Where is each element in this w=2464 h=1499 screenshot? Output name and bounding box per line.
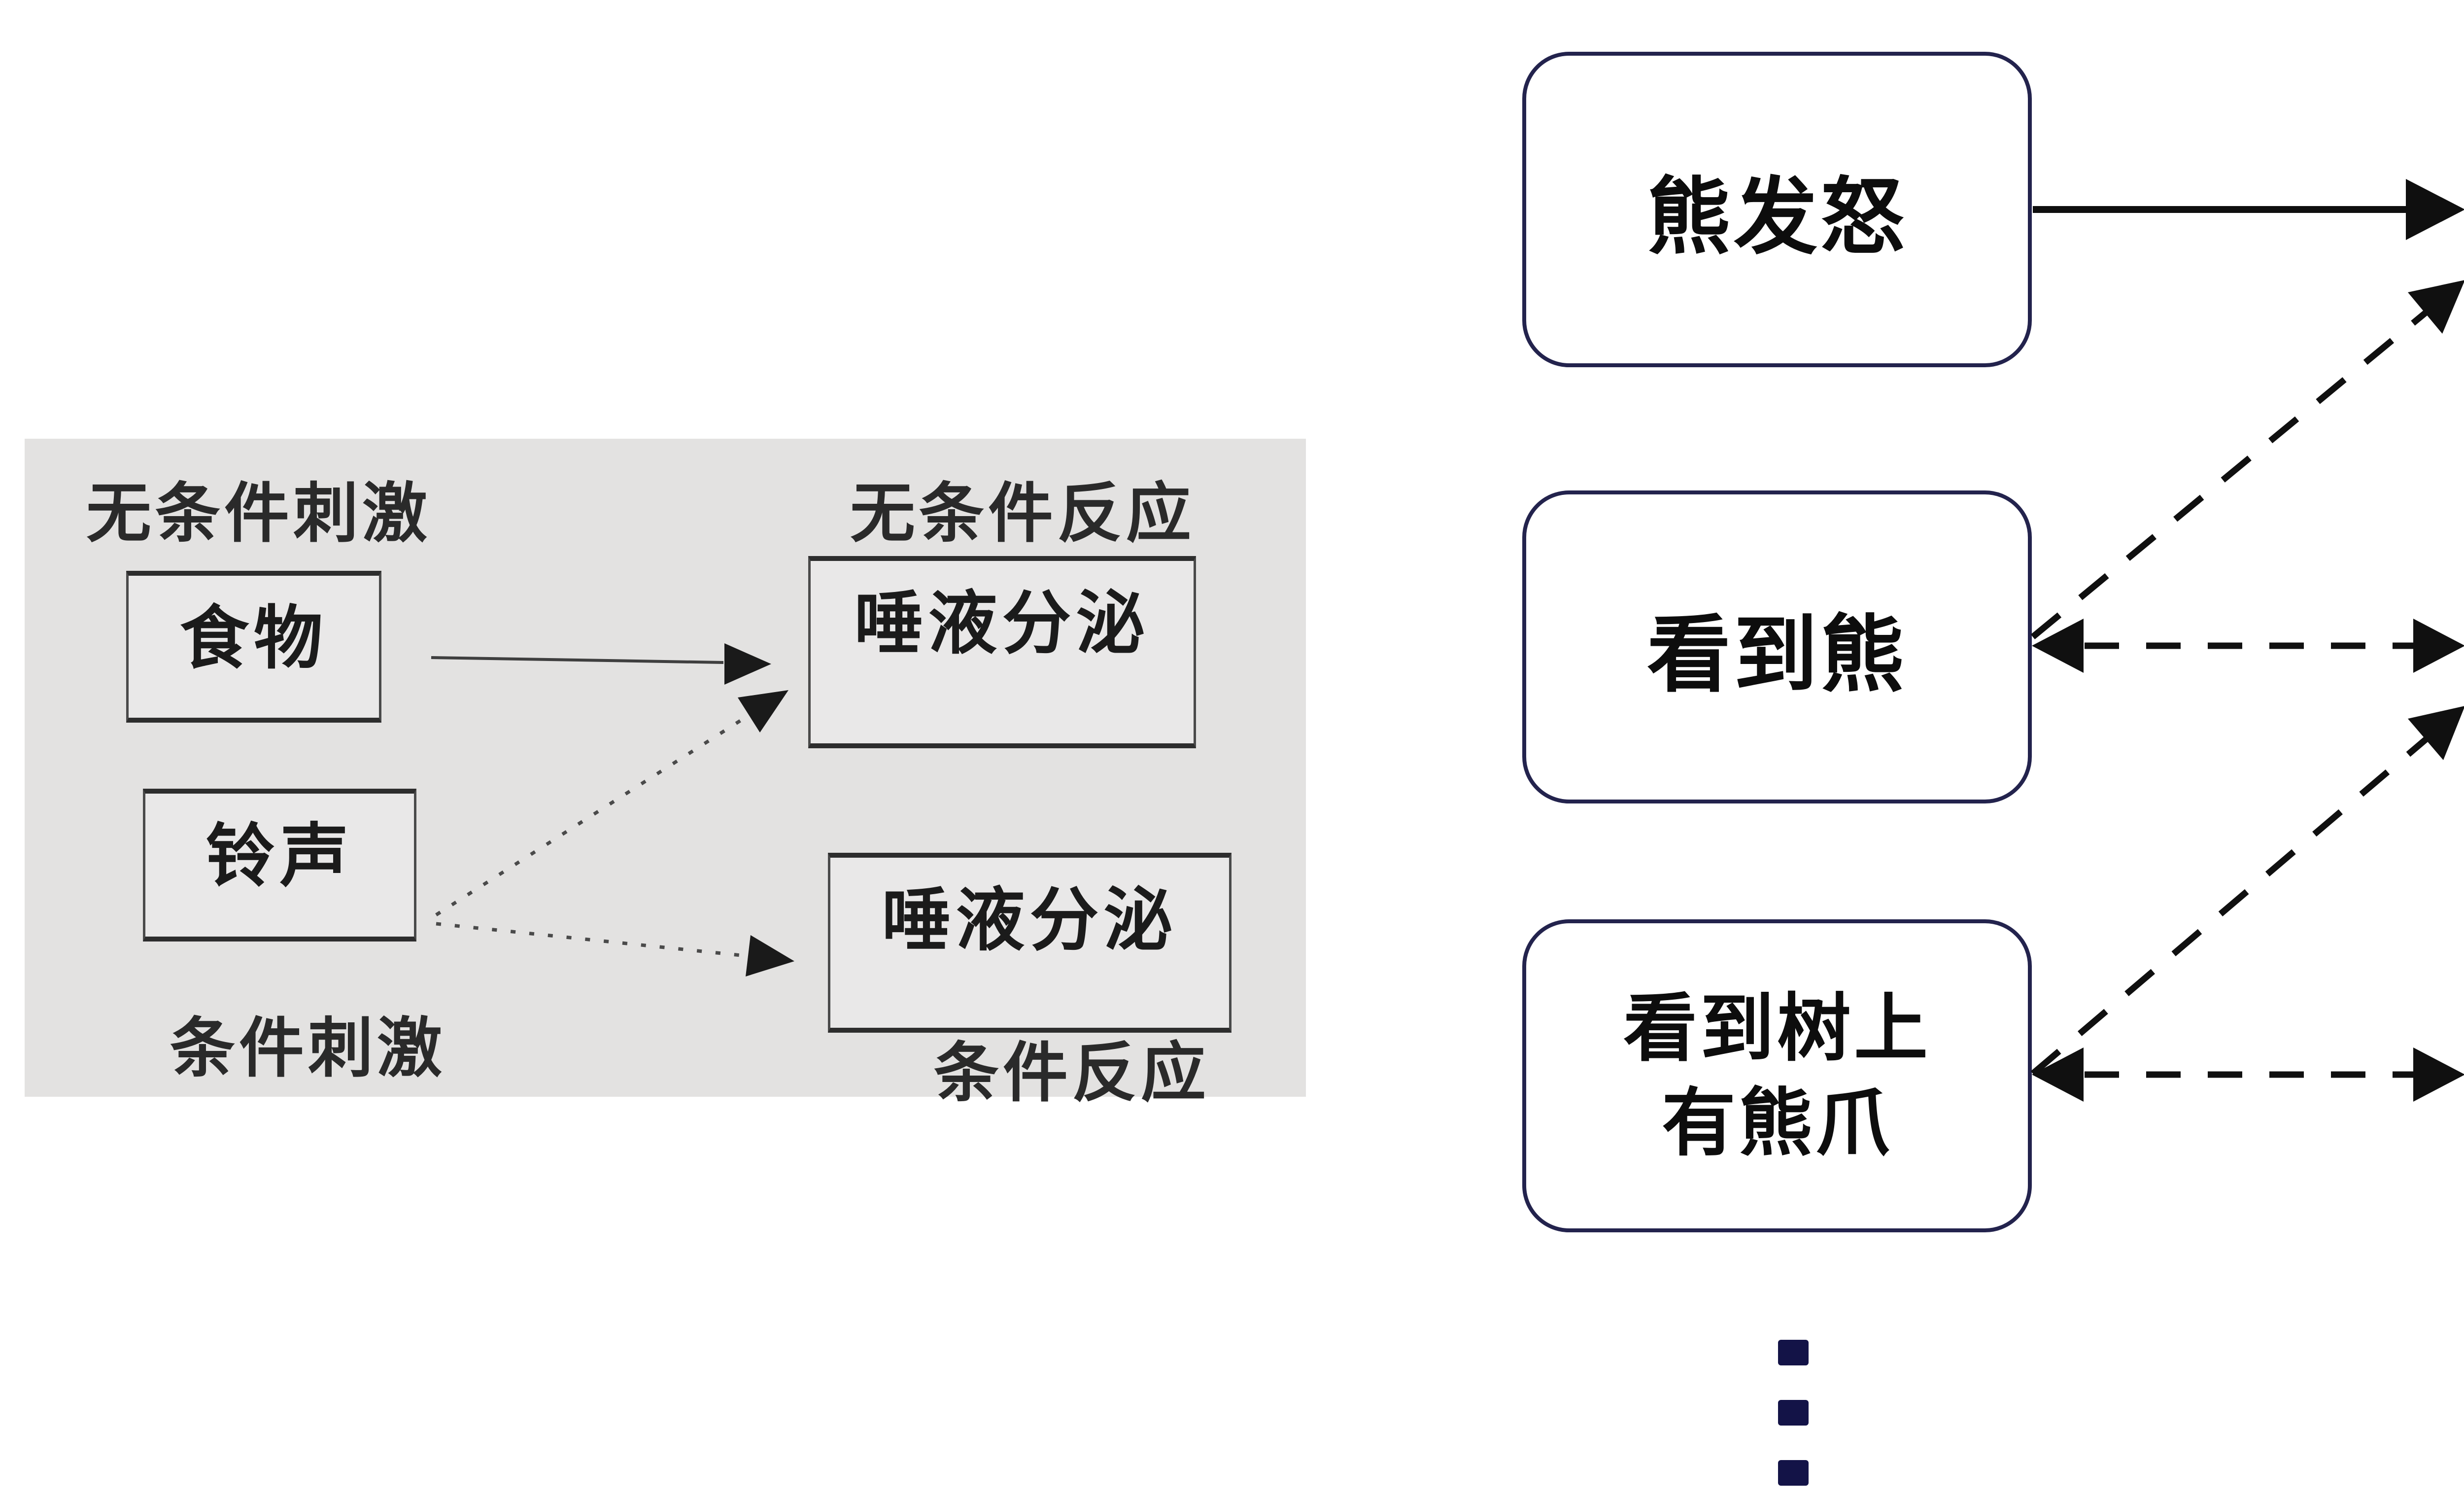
arrowhead-icon xyxy=(724,643,771,685)
arrow-see-claw-to-value-next-dashed xyxy=(2030,706,2464,1076)
arrowhead-icon xyxy=(2408,706,2464,760)
node-see-bear: 看到熊 xyxy=(1522,490,2032,803)
arrowhead-icon xyxy=(746,935,794,976)
arrow-bell-to-salivation-bottom-dotted xyxy=(436,922,794,976)
arrowhead-icon xyxy=(2406,179,2464,240)
node-see-bear-claw-line1: 看到树上 xyxy=(1623,985,1931,1072)
ellipsis-dot xyxy=(1778,1460,1809,1486)
arrow-shaft xyxy=(431,656,724,664)
label-unconditioned-response: 无条件反应 xyxy=(850,476,1195,552)
node-see-bear-label: 看到熊 xyxy=(1646,606,1907,704)
node-see-bear-claw: 看到树上 有熊爪 xyxy=(1522,919,2032,1232)
arrowhead-icon xyxy=(2032,619,2084,673)
box-food-label: 食物 xyxy=(179,598,328,679)
box-bell: 铃声 xyxy=(143,789,416,941)
box-salivation-bottom-label: 唾液分泌 xyxy=(882,880,1178,961)
box-salivation-conditioned: 唾液分泌 xyxy=(828,853,1232,1033)
node-see-bear-claw-line2: 有熊爪 xyxy=(1661,1080,1892,1166)
ellipsis-dot xyxy=(1778,1340,1809,1365)
pavlov-panel: 无条件刺激 无条件反应 条件刺激 条件反应 食物 铃声 唾液分泌 唾液分泌 xyxy=(25,439,1306,1111)
arrow-see-bear-to-value-next-dashed xyxy=(2032,619,2464,673)
arrowhead-icon xyxy=(2413,619,2464,673)
arrow-bell-to-salivation-top-dotted xyxy=(435,690,788,916)
arrowhead-icon xyxy=(738,690,788,732)
arrowhead-icon xyxy=(2413,1047,2464,1102)
arrow-shaft xyxy=(435,714,749,916)
arrow-food-to-salivation xyxy=(431,643,771,685)
ellipsis-dot xyxy=(1778,1400,1809,1426)
box-food: 食物 xyxy=(126,571,381,723)
arrow-see-claw-to-value-dashed xyxy=(2032,1047,2464,1102)
label-unconditioned-stimulus: 无条件刺激 xyxy=(86,476,431,552)
arrow-see-bear-to-reward-dashed xyxy=(2030,280,2464,640)
arrow-bear-angry-to-reward xyxy=(2033,179,2464,240)
box-salivation-top-label: 唾液分泌 xyxy=(854,584,1150,664)
label-conditioned-stimulus: 条件刺激 xyxy=(170,1011,446,1086)
node-bear-angry-label: 熊发怒 xyxy=(1646,169,1907,266)
box-salivation-unconditioned: 唾液分泌 xyxy=(808,556,1196,748)
arrowhead-icon xyxy=(2032,1047,2084,1102)
arrow-shaft xyxy=(2030,735,2430,1076)
arrowhead-icon xyxy=(2408,280,2464,334)
arrow-shaft xyxy=(2030,309,2430,640)
label-conditioned-response: 条件反应 xyxy=(934,1035,1210,1111)
box-bell-label: 铃声 xyxy=(205,816,354,897)
node-bear-angry: 熊发怒 xyxy=(1522,52,2032,367)
arrow-shaft xyxy=(436,922,751,958)
